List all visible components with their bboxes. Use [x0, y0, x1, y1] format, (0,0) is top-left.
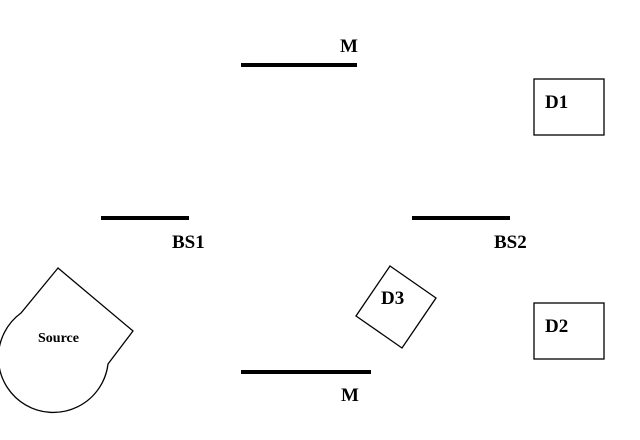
- mirror-bottom-label: M: [341, 385, 359, 406]
- mirror-top: M: [241, 36, 358, 67]
- detector-d3: D3: [355, 265, 437, 349]
- source-shape: [0, 267, 134, 414]
- detector-d2-box: [533, 302, 605, 360]
- source-label: Source: [38, 331, 79, 346]
- detector-d3-box: [355, 265, 437, 349]
- detector-d2-label: D2: [545, 316, 568, 337]
- detector-d1-label: D1: [545, 92, 568, 113]
- mirror-top-label: M: [340, 36, 358, 57]
- detector-d1: D1: [533, 78, 605, 136]
- source: Source: [0, 267, 134, 414]
- beam-splitter-1: BS1: [101, 216, 205, 253]
- beam-splitter-2-label: BS2: [494, 232, 527, 253]
- beam-splitter-2: BS2: [412, 216, 527, 253]
- detector-d3-label: D3: [381, 288, 404, 309]
- mirror-bottom: M: [241, 370, 371, 406]
- detector-d1-box: [533, 78, 605, 136]
- beam-splitter-1-label: BS1: [172, 232, 205, 253]
- detector-d2: D2: [533, 302, 605, 360]
